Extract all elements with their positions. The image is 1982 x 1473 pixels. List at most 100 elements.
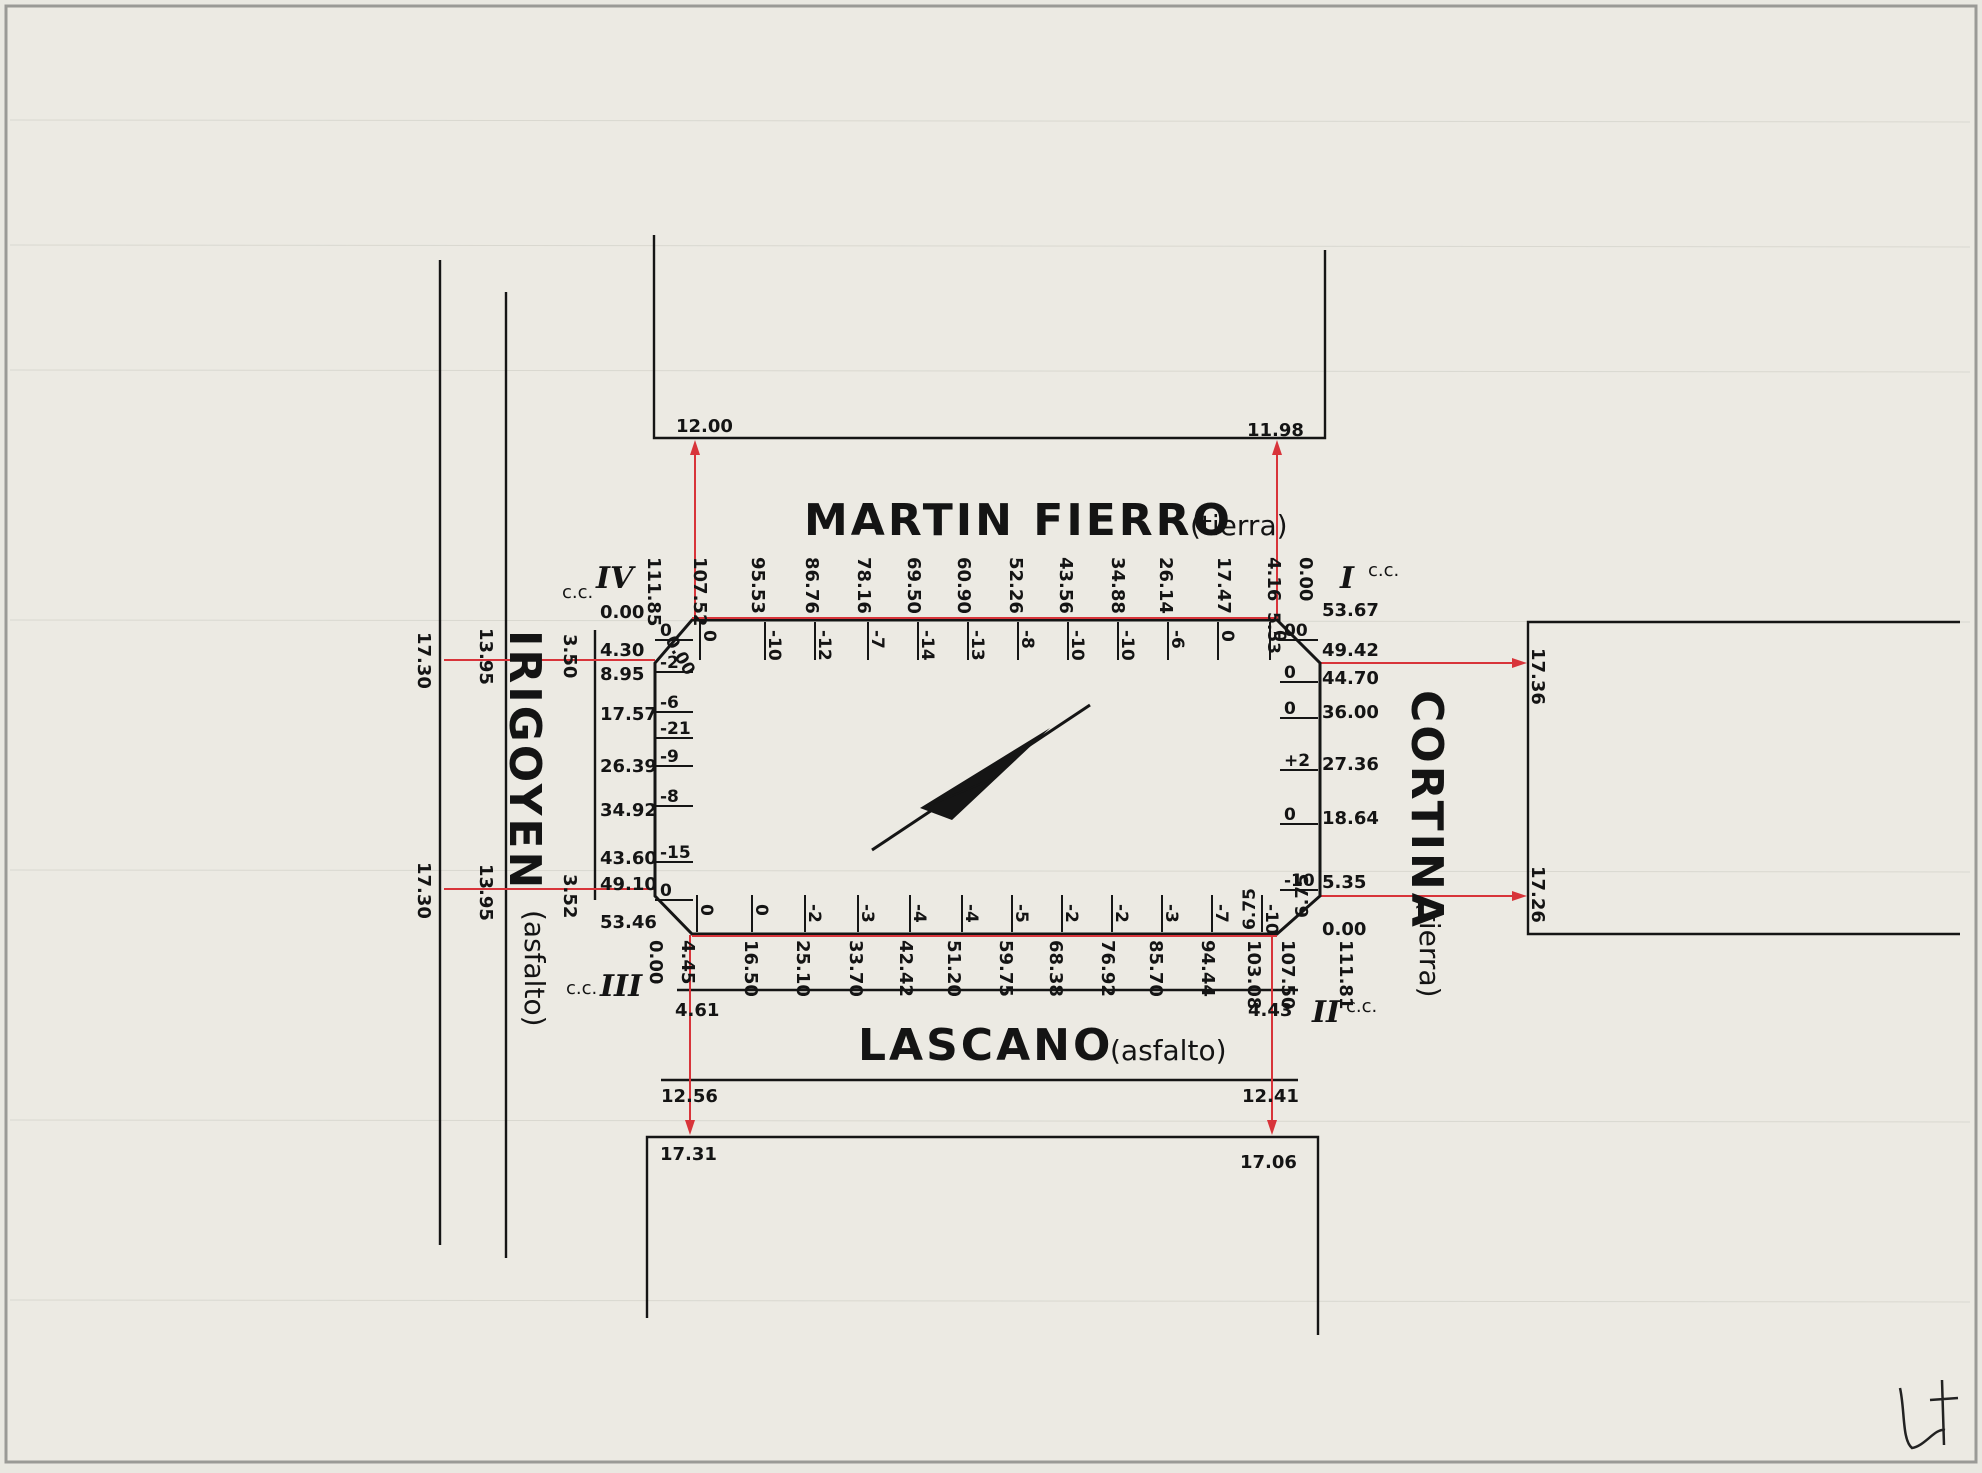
north-mark: 52.26 <box>1005 557 1026 614</box>
street-surface-north: (tierra) <box>1190 509 1288 542</box>
south-height: -5 <box>1011 904 1031 923</box>
street-name-east: CORTINA <box>1401 690 1452 930</box>
dim-west-bottom-mid: 13.95 <box>475 864 496 921</box>
south-height: -10 <box>1261 904 1281 935</box>
north-mark: 4.16 <box>1263 557 1284 601</box>
street-name-south: LASCANO <box>858 1020 1113 1071</box>
lot-outline <box>653 618 1322 936</box>
west-mark: 49.10 <box>600 874 657 895</box>
north-mark: 86.76 <box>801 557 822 614</box>
street-name-west: IRIGOYEN <box>499 630 550 891</box>
dim-south-left: 12.56 <box>661 1086 718 1107</box>
dim-north-right: 11.98 <box>1247 420 1304 441</box>
block-east <box>1526 620 1960 936</box>
north-mark: 60.90 <box>953 557 974 614</box>
corner-II-numeral: II <box>1311 995 1341 1030</box>
lot-red-edges <box>692 617 1277 937</box>
north-height: 0 <box>699 630 719 642</box>
north-mark: 111.85 <box>643 557 664 626</box>
south-mark: 68.38 <box>1045 940 1066 997</box>
dim-south-right: 12.41 <box>1242 1086 1299 1107</box>
east-height: -10 <box>1284 871 1315 891</box>
corner-III-label: c.c. <box>566 978 597 999</box>
block-north <box>652 235 1327 440</box>
street-surface-south: (asfalto) <box>1110 1034 1227 1067</box>
corner-III-numeral: III <box>599 969 643 1004</box>
corner-IV-label: c.c. <box>562 582 593 603</box>
north-mark: 69.50 <box>903 557 924 614</box>
west-height: -2 <box>660 653 679 673</box>
east-height: 0 <box>1284 663 1296 683</box>
south-mark: 111.81 <box>1335 940 1356 1009</box>
street-name-north: MARTIN FIERRO <box>804 495 1233 546</box>
north-mark: 78.16 <box>853 557 874 614</box>
west-height: -15 <box>660 843 691 863</box>
street-surface-west: (asfalto) <box>518 910 551 1027</box>
east-mark: 53.67 <box>1322 600 1379 621</box>
south-mark: 16.50 <box>740 940 761 997</box>
corner-II-label: c.c. <box>1346 996 1377 1017</box>
dim-north-left: 12.00 <box>676 416 733 437</box>
west-mark: 26.39 <box>600 756 657 777</box>
north-arrow <box>871 703 1091 852</box>
south-mark: 103.08 <box>1243 940 1264 1009</box>
east-height: 0 <box>1284 805 1296 825</box>
west-mark: 8.95 <box>600 664 644 685</box>
east-mark: 5.35 <box>1322 872 1366 893</box>
south-height: -2 <box>804 904 824 923</box>
ruled-lines <box>9 119 1971 1303</box>
north-mark: 95.53 <box>747 557 768 614</box>
south-height: -4 <box>909 904 929 923</box>
west-height: -8 <box>660 787 679 807</box>
east-height: 0 <box>1284 699 1296 719</box>
west-mark: 53.46 <box>600 912 657 933</box>
south-height: -4 <box>961 904 981 923</box>
north-height: -6 <box>1167 630 1187 649</box>
south-mark: 107.50 <box>1277 940 1298 1009</box>
west-height: -9 <box>660 747 679 767</box>
south-mark: 94.44 <box>1197 940 1218 997</box>
dim-east-top: 17.36 <box>1527 648 1548 705</box>
east-height: 00 <box>1284 621 1308 641</box>
west-height: -6 <box>660 693 679 713</box>
north-height: -8 <box>1017 630 1037 649</box>
corner-height-se: 6.75 <box>1240 888 1260 930</box>
east-mark: 36.00 <box>1322 702 1379 723</box>
street-south: LASCANO (asfalto) <box>858 1020 1227 1071</box>
north-height: -14 <box>917 630 937 661</box>
west-mark: 4.30 <box>600 640 644 661</box>
west-height: -21 <box>660 719 691 739</box>
dimension-lines <box>444 440 1527 1135</box>
north-mark: 107.52 <box>689 557 710 626</box>
dim-east-bottom: 17.26 <box>1527 866 1548 923</box>
west-height: 0 <box>660 881 672 901</box>
street-north: MARTIN FIERRO (tierra) <box>804 495 1288 546</box>
south-height: 0 <box>696 904 716 916</box>
dim-south-left-inner: 4.61 <box>675 1000 719 1021</box>
north-mark: 17.47 <box>1213 557 1234 614</box>
dim-west-bottom-outer: 17.30 <box>413 862 434 919</box>
north-mark: 26.14 <box>1155 557 1176 614</box>
corner-I-label: c.c. <box>1368 560 1399 581</box>
west-mark: 34.92 <box>600 800 657 821</box>
corner-I: I c.c. <box>1339 560 1399 596</box>
south-mark: 76.92 <box>1097 940 1118 997</box>
east-mark: 27.36 <box>1322 754 1379 775</box>
south-mark: 33.70 <box>845 940 866 997</box>
dim-south-right-outer: 17.06 <box>1240 1152 1297 1173</box>
south-mark: 0.00 <box>645 940 666 984</box>
north-height: -10 <box>1067 630 1087 661</box>
north-height: -12 <box>814 630 834 661</box>
dim-west-top-outer: 17.30 <box>413 632 434 689</box>
south-mark: 59.75 <box>995 940 1016 997</box>
street-surface-east: (tierra) <box>1413 900 1446 998</box>
block-south <box>645 1135 1320 1335</box>
dim-west-top-mid: 13.95 <box>475 628 496 685</box>
south-height: -7 <box>1211 904 1231 923</box>
west-side-marks: 0.004.308.9517.5726.3934.9243.6049.1053.… <box>600 602 693 933</box>
paper <box>4 4 1978 1464</box>
north-height: -10 <box>1117 630 1137 661</box>
corner-IV: c.c. IV <box>562 561 636 603</box>
